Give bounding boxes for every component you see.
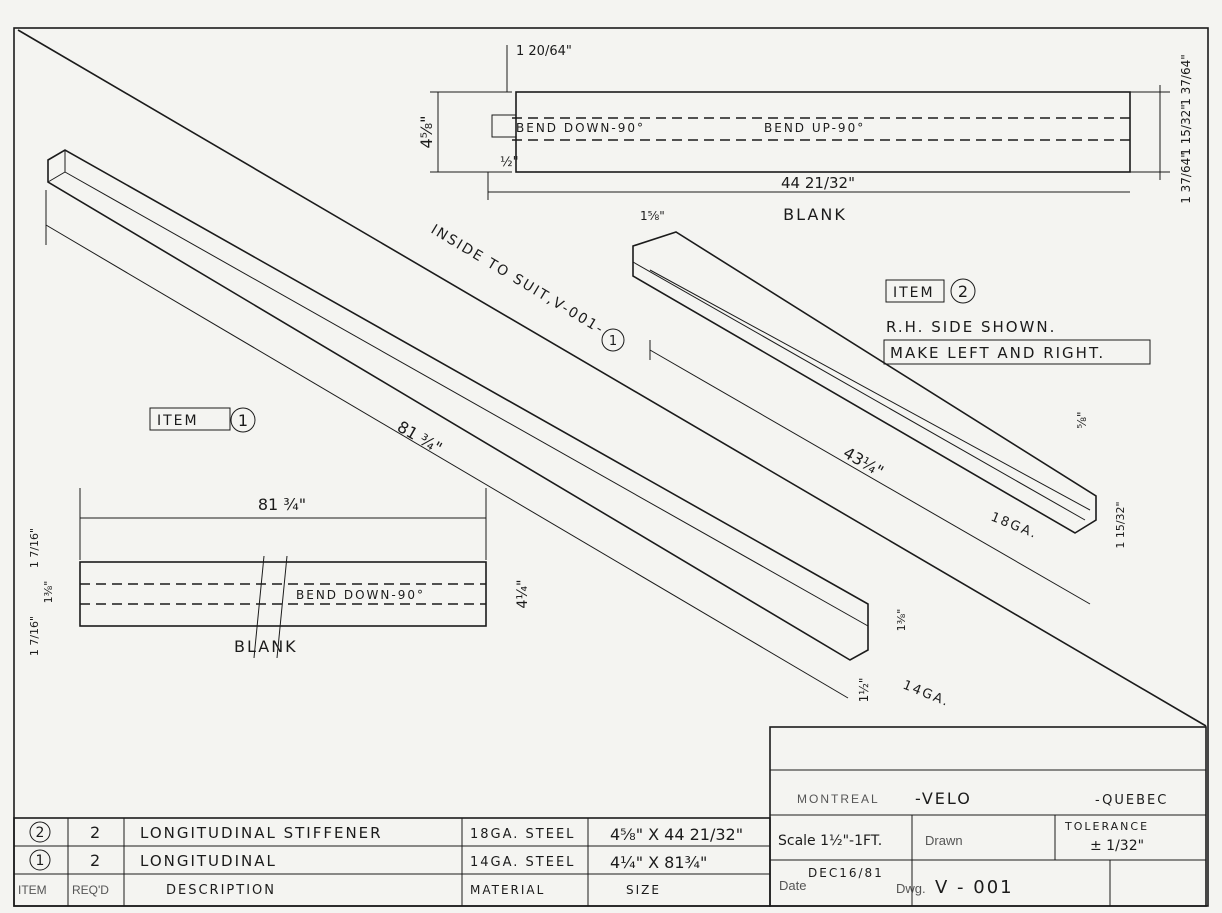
date-label: Date: [779, 878, 806, 893]
company-left: MONTREAL: [797, 792, 880, 806]
length-dim: 44 21/32": [781, 174, 855, 192]
bill-of-materials: 2 2 LONGITUDINAL STIFFENER 18GA. STEEL 4…: [13, 817, 771, 907]
title-block-frame: [769, 726, 1207, 907]
item1-left-dim-bottom: 1 7/16": [28, 616, 41, 656]
item2-note-box: [883, 339, 1151, 365]
item1-circle: [230, 407, 256, 433]
bom-material: 18GA. STEEL: [470, 827, 575, 842]
stiffener-edge: [649, 269, 1091, 511]
item2-top-dim: 1⅝": [640, 209, 665, 223]
item2-web-dim: 1 15/32": [1114, 501, 1127, 548]
item1-left-dim-mid: 1⅜": [42, 581, 55, 604]
bend-up-note: BEND UP-90°: [764, 121, 865, 135]
bom-description: LONGITUDINAL: [140, 852, 277, 870]
company-mid: -VELO: [915, 789, 972, 808]
item1-gauge: 14GA.: [901, 678, 952, 710]
diagonal-separator: [17, 29, 1207, 727]
longitudinal-edge: [64, 171, 869, 627]
bom-item-circle: [29, 821, 51, 843]
bom-qty: 2: [90, 823, 100, 842]
bom-item: 2: [36, 825, 45, 841]
item1-label: ITEM: [157, 413, 199, 429]
right-dim-mid: 1 15/32": [1179, 104, 1193, 156]
item1-blank-bend: BEND DOWN-90°: [296, 588, 425, 602]
item2-label: ITEM: [893, 285, 935, 301]
item1-end-dim: 1⅜": [895, 609, 908, 632]
item1-label-box: [149, 407, 231, 431]
bom-size: 4¼" X 81¾": [610, 853, 707, 872]
bom-header-material: MATERIAL: [470, 883, 545, 897]
bom-item: 1: [36, 853, 45, 869]
bom-size: 4⅝" X 44 21/32": [610, 825, 743, 844]
right-dim-bottom: 1 37/64": [1179, 152, 1193, 204]
item1-blank-view: 81 ¾" BEND DOWN-90° 4¼" 1 7/16" 1⅜" 1 7/…: [28, 488, 531, 659]
dimension-line: [649, 349, 1091, 605]
height-dim: 4⅝": [417, 115, 436, 148]
date-value: DEC16/81: [808, 866, 884, 880]
dwg-value: V - 001: [935, 877, 1014, 898]
dwg-label: Dwg.: [896, 881, 926, 896]
item1-blank-outline: [79, 561, 487, 627]
item2-gauge: 18GA.: [989, 510, 1040, 542]
break-line: [253, 555, 265, 659]
item2-iso-view: 43¼" 1⅝" ⅝" 1 15/32" 18GA. ITEM 2 R.H. S…: [632, 209, 1151, 605]
item1-length-dim: 81 ¾": [394, 417, 445, 458]
item2-blank-view: 4⅝" 1 20/64" ½" BEND DOWN-90° BEND UP-90…: [417, 44, 1193, 224]
bom-description: LONGITUDINAL STIFFENER: [140, 824, 383, 842]
offset-dim: 1 20/64": [516, 44, 572, 59]
item2-note-side: R.H. SIDE SHOWN.: [886, 318, 1056, 336]
bom-material: 14GA. STEEL: [470, 855, 575, 870]
tolerance-label: TOLERANCE: [1064, 820, 1149, 833]
break-line: [276, 555, 288, 659]
item1-blank-width: 4¼": [515, 580, 531, 609]
item2-note-make: MAKE LEFT AND RIGHT.: [890, 344, 1105, 362]
bom-qty: 2: [90, 851, 100, 870]
stiffener-edge: [632, 261, 1086, 521]
item2-length-dim: 43¼": [840, 443, 887, 481]
item1-left-dim-top: 1 7/16": [28, 528, 41, 568]
company-right: -QUEBEC: [1095, 793, 1168, 808]
item2-number: 2: [958, 282, 968, 301]
dimension-line: [45, 224, 849, 699]
item1-height-dim: 1½": [857, 678, 871, 703]
item1-number: 1: [238, 411, 248, 430]
title-block: MONTREAL -VELO -QUEBEC Scale 1½"-1FT. Dr…: [769, 726, 1207, 907]
blank-label: BLANK: [783, 205, 847, 224]
inside-item-number: 1: [609, 334, 617, 349]
stiffener-outline: [632, 231, 1097, 534]
blank-tab: [491, 114, 517, 138]
item-circle: [601, 328, 625, 352]
tolerance-value: ± 1/32": [1090, 838, 1144, 854]
item2-circle: [950, 278, 976, 304]
right-dim-top: 1 37/64": [1179, 54, 1193, 106]
bom-frame: [13, 817, 771, 907]
bom-header-size: SIZE: [626, 883, 661, 897]
bom-item-circle: [29, 849, 51, 871]
bend-down-note: BEND DOWN-90°: [516, 121, 645, 135]
longitudinal-edge: [47, 171, 66, 183]
drawn-label: Drawn: [925, 833, 963, 848]
bom-header-item: ITEM: [18, 883, 47, 897]
item2-label-box: [885, 279, 945, 303]
bom-header-qty: REQ'D: [72, 883, 109, 897]
inside-note: INSIDE TO SUIT,V-001-: [428, 222, 607, 338]
bom-header-description: DESCRIPTION: [166, 883, 276, 898]
half-dim: ½": [500, 155, 519, 170]
item1-blank-label: BLANK: [234, 637, 298, 656]
scale: Scale 1½"-1FT.: [778, 833, 882, 849]
item1-blank-length: 81 ¾": [258, 495, 306, 514]
sheet-border: [13, 27, 1209, 907]
item2-flange-dim: ⅝": [1075, 411, 1089, 428]
